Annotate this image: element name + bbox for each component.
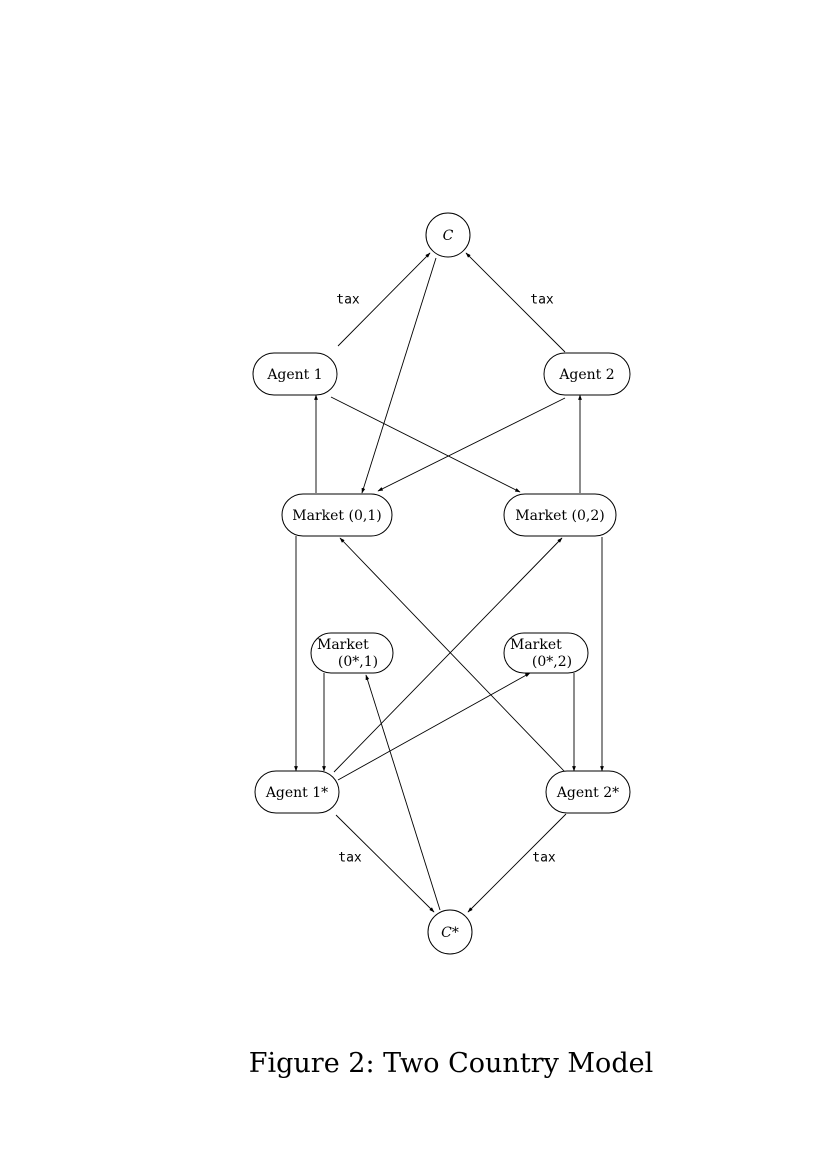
node-shape (310, 632, 394, 674)
node-a1s: Agent 1* (254, 770, 340, 814)
edge-a1s-to-m02 (333, 537, 563, 773)
node-label: Agent 2* (556, 785, 619, 801)
edge-label-tax: tax (336, 293, 360, 308)
edge-a1s-to-m0s2 (337, 672, 531, 781)
node-a1: Agent 1 (252, 352, 338, 396)
figure-caption: Figure 2: Two Country Model (248, 1048, 654, 1079)
node-m0s2: Market(0*,2) (503, 632, 589, 674)
node-a2s: Agent 2* (545, 770, 631, 814)
node-shape (545, 770, 631, 814)
node-label: Market (317, 637, 369, 653)
edge-cs-to-m0s1 (365, 674, 441, 911)
edge-c-to-m01 (361, 257, 437, 494)
node-label: Market (510, 637, 562, 653)
node-shape (503, 493, 617, 537)
edge-label-tax: tax (530, 293, 554, 308)
node-label: Agent 1* (265, 785, 328, 801)
node-shape (543, 352, 631, 396)
edge-a1-to-m02 (330, 396, 521, 493)
node-m01: Market (0,1) (281, 493, 393, 537)
node-shape (503, 632, 589, 674)
node-shape (254, 770, 340, 814)
node-label: C* (441, 925, 459, 941)
node-label: Agent 1 (266, 367, 322, 383)
node-label-line2: (0*,2) (532, 654, 572, 670)
node-shape (425, 212, 471, 258)
node-shape (427, 909, 473, 955)
edge-label-tax: tax (532, 851, 556, 866)
nodes-layer: C Agent 1 Agent 2 Market (0,1) Market (0,2) M… (252, 212, 631, 955)
node-c: C (425, 212, 471, 258)
node-m0s1: Market(0*,1) (310, 632, 394, 674)
node-label: C (443, 228, 454, 244)
edge-a2-to-m01 (377, 397, 566, 492)
edge-a1-to-c (337, 252, 431, 347)
edge-a2s-to-m01 (339, 537, 566, 773)
node-label: Market (0,1) (292, 508, 381, 524)
node-cs: C* (427, 909, 473, 955)
node-label: Agent 2 (558, 367, 614, 383)
node-m02: Market (0,2) (503, 493, 617, 537)
edge-a1s-to-cs (335, 814, 435, 913)
node-label: Market (0,2) (515, 508, 604, 524)
edge-a2-to-c (465, 252, 566, 353)
node-shape (252, 352, 338, 396)
node-shape (281, 493, 393, 537)
edge-label-tax: tax (338, 851, 362, 866)
node-label-line2: (0*,1) (338, 654, 378, 670)
node-a2: Agent 2 (543, 352, 631, 396)
edges-layer (294, 252, 604, 913)
edge-a2s-to-cs (467, 813, 567, 913)
edge-labels-layer: tax tax tax tax (336, 293, 556, 866)
